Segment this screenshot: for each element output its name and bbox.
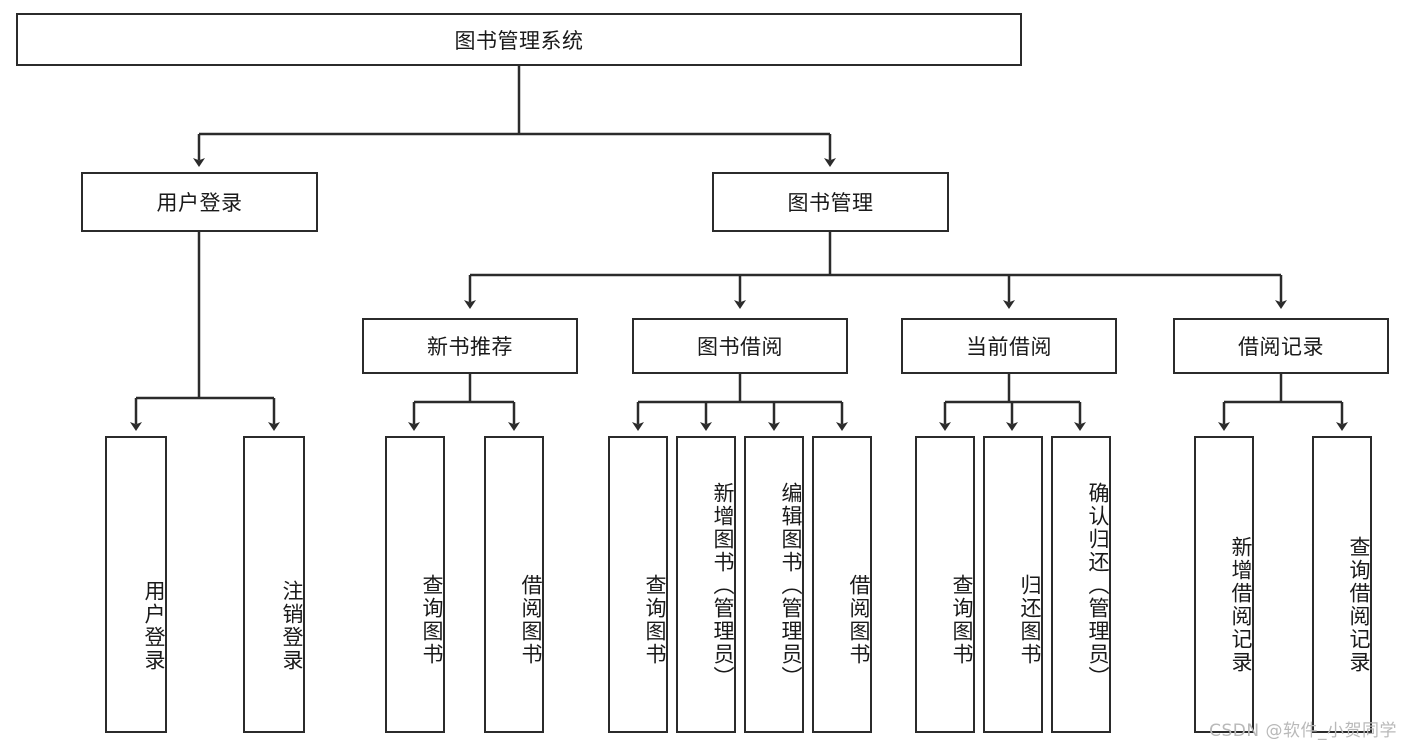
leaf-record-query-record[interactable]: 查询借阅记录 (1312, 436, 1372, 733)
node-label: 图书管理 (787, 191, 874, 215)
node-book-management[interactable]: 图书管理 (712, 172, 949, 232)
node-label: 用户登录 (142, 579, 166, 672)
node-label: 编辑图书（管理员） (779, 482, 803, 689)
node-label: 新增借阅记录 (1229, 535, 1253, 674)
leaf-current-return-book[interactable]: 归还图书 (983, 436, 1043, 733)
node-user-login[interactable]: 用户登录 (81, 172, 318, 232)
node-label: 确认归还（管理员） (1086, 482, 1110, 689)
node-book-borrow[interactable]: 图书借阅 (632, 318, 848, 374)
node-label: 查询图书 (950, 573, 974, 666)
watermark-text: CSDN @软件_小贺同学 (1209, 721, 1397, 741)
node-label: 新增图书（管理员） (711, 482, 735, 689)
leaf-record-add-record[interactable]: 新增借阅记录 (1194, 436, 1254, 733)
node-label: 查询图书 (643, 573, 667, 666)
leaf-borrow-query-book[interactable]: 查询图书 (608, 436, 668, 733)
leaf-borrow-borrow-book[interactable]: 借阅图书 (812, 436, 872, 733)
node-label: 借阅记录 (1238, 335, 1324, 359)
node-label: 查询借阅记录 (1347, 535, 1371, 674)
node-label: 用户登录 (156, 191, 243, 215)
node-label: 当前借阅 (966, 335, 1052, 359)
node-label: 图书借阅 (697, 335, 783, 359)
node-label: 借阅图书 (847, 573, 871, 666)
leaf-current-query-book[interactable]: 查询图书 (915, 436, 975, 733)
leaf-borrow-add-book-admin[interactable]: 新增图书（管理员） (676, 436, 736, 733)
node-current-borrow[interactable]: 当前借阅 (901, 318, 1117, 374)
leaf-user-login-logout[interactable]: 注销登录 (243, 436, 305, 733)
node-new-book-recommend[interactable]: 新书推荐 (362, 318, 578, 374)
node-label: 新书推荐 (427, 335, 513, 359)
leaf-current-confirm-return-admin[interactable]: 确认归还（管理员） (1051, 436, 1111, 733)
node-label: 归还图书 (1018, 573, 1042, 666)
node-label: 查询图书 (420, 573, 444, 666)
node-borrow-record[interactable]: 借阅记录 (1173, 318, 1389, 374)
node-label: 注销登录 (280, 579, 304, 672)
node-label: 图书管理系统 (454, 28, 584, 53)
node-root-system[interactable]: 图书管理系统 (16, 13, 1022, 66)
leaf-user-login-login[interactable]: 用户登录 (105, 436, 167, 733)
leaf-recommend-borrow-book[interactable]: 借阅图书 (484, 436, 544, 733)
node-label: 借阅图书 (519, 573, 543, 666)
leaf-borrow-edit-book-admin[interactable]: 编辑图书（管理员） (744, 436, 804, 733)
leaf-recommend-query-book[interactable]: 查询图书 (385, 436, 445, 733)
